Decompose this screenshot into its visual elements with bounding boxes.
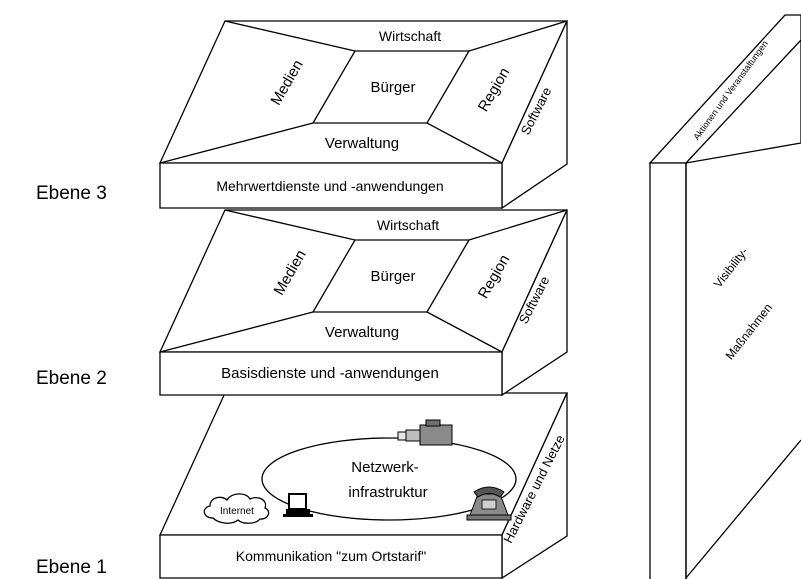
level-label-ebene3: Ebene 3 — [36, 183, 107, 204]
layer2-top-label: Wirtschaft — [377, 217, 439, 233]
layer1-front-face — [159, 534, 503, 579]
computer-icon — [283, 493, 313, 517]
network-label-line1: Netzwerk- — [351, 459, 419, 476]
layer2-bottom-label: Verwaltung — [325, 324, 399, 341]
video-camera-icon — [397, 419, 453, 446]
internet-cloud-icon — [203, 493, 270, 524]
layer2-center-label: Bürger — [370, 268, 415, 285]
layer1-front-label: Kommunikation "zum Ortstarif" — [236, 548, 426, 564]
layer3-center-label: Bürger — [370, 79, 415, 96]
visibility-pillar: Aktionen und Veranstaltungen Visibility-… — [648, 14, 801, 579]
level-label-ebene1: Ebene 1 — [36, 557, 107, 578]
layer3-bottom-label: Verwaltung — [325, 135, 399, 152]
pillar-front-label-line2: Maßnahmen — [723, 301, 776, 363]
layer2-block: Wirtschaft Bürger Medien Region Verwaltu… — [158, 209, 569, 397]
level-label-ebene2: Ebene 2 — [36, 368, 107, 389]
pillar-front-label-line1: Visibility- — [711, 245, 751, 291]
layer2-front-label: Basisdienste und -anwendungen — [221, 365, 439, 382]
layer2-front-face — [159, 351, 503, 396]
network-ellipse — [261, 437, 517, 521]
layer3-front-label: Mehrwertdienste und -anwendungen — [216, 178, 443, 194]
internet-label: Internet — [220, 506, 254, 517]
layer3-block: Wirtschaft Bürger Medien Region Verwaltu… — [158, 20, 569, 210]
network-label-line2: infrastruktur — [348, 484, 427, 501]
layer3-top-label: Wirtschaft — [379, 28, 441, 44]
telephone-icon — [466, 486, 512, 521]
layer1-block: Netzwerk- infrastruktur Internet Kommun — [158, 392, 569, 579]
pillar-front-face — [649, 162, 687, 579]
layer3-front-face — [159, 162, 503, 209]
